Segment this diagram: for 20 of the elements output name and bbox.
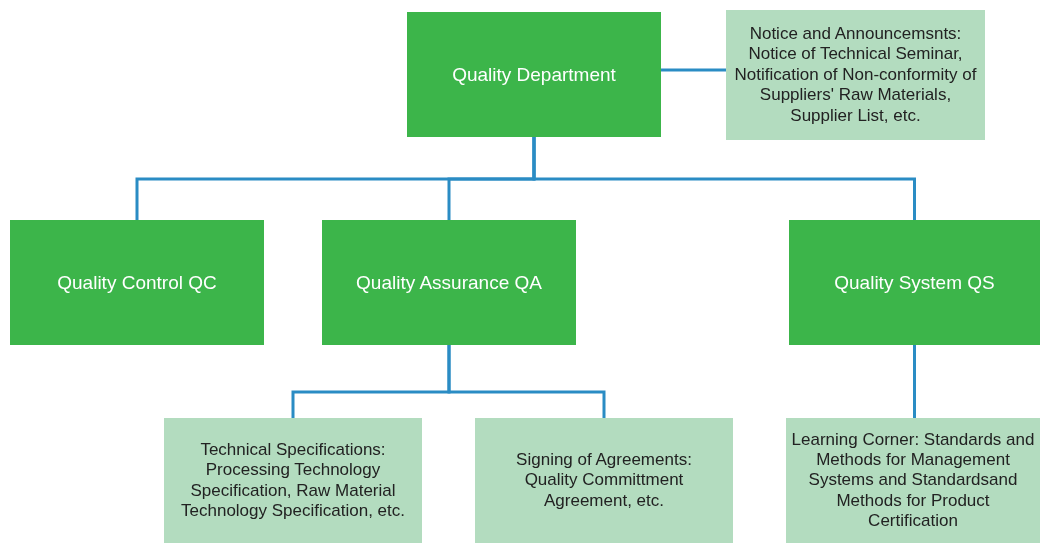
box-label: Quality System QS [834, 271, 995, 294]
box-label: Quality Department [452, 63, 616, 86]
box-label: Notice and Announcemsnts: Notice of Technical Seminar, Notification of Non-conformity of Suppliers' Raw Materials, Supplier List, etc. [733, 24, 978, 126]
box-label: Signing of Agreements: Quality Committment Agreement, etc. [515, 449, 693, 512]
note-box [164, 418, 422, 543]
note-box [726, 10, 985, 140]
note-box [475, 418, 733, 543]
note-box [786, 418, 1040, 543]
connector-line [913, 345, 916, 418]
connector-line [532, 137, 916, 220]
box-label: Quality Assurance QA [356, 271, 542, 294]
connector-line [447, 345, 606, 418]
box-label: Quality Control QC [57, 271, 217, 294]
department-box [10, 220, 264, 345]
connector-line [661, 68, 726, 72]
department-box [789, 220, 1040, 345]
department-box [407, 12, 661, 137]
department-box [322, 220, 576, 345]
box-label: Learning Corner: Standards and Methods for Management Systems and Standardsand Methods for Product Certification [790, 429, 1036, 532]
box-label: Technical Specifications: Processing Technology Specification, Raw Material Technology Specification, etc. [180, 439, 406, 522]
